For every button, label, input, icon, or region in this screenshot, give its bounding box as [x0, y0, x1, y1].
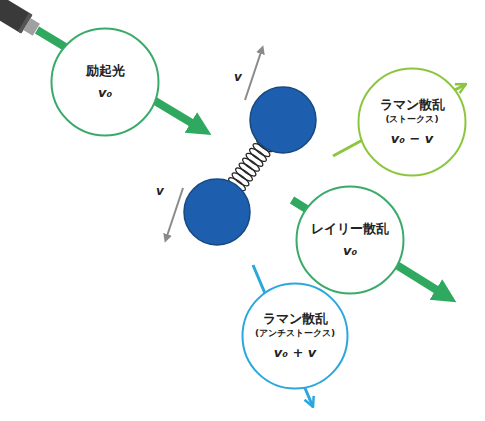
atom: [250, 87, 316, 153]
frequency-formula: v₀: [343, 243, 357, 259]
circle-outline: [50, 27, 160, 137]
node-circle: レイリー散乱 v₀: [295, 185, 405, 295]
node-title: ラマン散乱: [263, 311, 328, 327]
node-circle: ラマン散乱(ストークス) v₀ − v: [357, 67, 467, 177]
velocity-label: v: [156, 184, 164, 198]
velocity-label: v: [234, 70, 242, 84]
frequency-formula: v₀: [98, 85, 112, 101]
node-circle: 励起光 v₀: [50, 27, 160, 137]
frequency-formula: v₀ + v: [274, 345, 317, 361]
circle-outline: [295, 185, 405, 295]
node-title: ラマン散乱: [380, 97, 445, 113]
node-subtitle: (アンチストークス): [255, 328, 335, 339]
node-title: 励起光: [86, 63, 125, 79]
frequency-formula: v₀ − v: [391, 131, 434, 147]
node-title: レイリー散乱: [311, 221, 389, 237]
vibration-arrow: [245, 52, 261, 100]
atom: [184, 179, 250, 245]
vibration-arrow: [167, 188, 183, 236]
node-circle: ラマン散乱(アンチストークス) v₀ + v: [241, 282, 349, 390]
node-subtitle: (ストークス): [385, 114, 438, 125]
